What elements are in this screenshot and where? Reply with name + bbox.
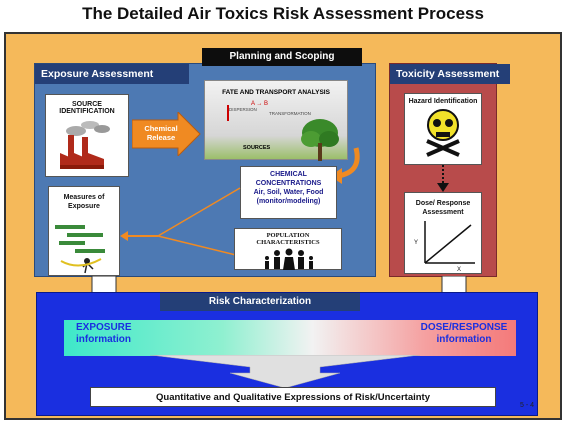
y-axis-label: Y xyxy=(414,240,419,246)
dotted-arrow-icon xyxy=(437,165,449,192)
dispersion-label: DISPERSION xyxy=(229,107,257,112)
toxicity-assessment-header: Toxicity Assessment xyxy=(390,64,510,84)
risk-gradient-band xyxy=(64,320,516,356)
risk-characterization-header: Risk Characterization xyxy=(160,293,360,311)
hazard-identification-label: Hazard Identification xyxy=(408,98,478,105)
transform-arrow-icon: A → B xyxy=(251,101,269,107)
exposure-information-label: EXPOSURE information xyxy=(76,322,132,345)
source-identification-label: SOURCE IDENTIFICATION xyxy=(59,101,115,115)
chemical-release-label: Chemical Release xyxy=(144,124,178,142)
connector-lines xyxy=(120,187,241,257)
dose-response-label: Dose/ Response Assessment xyxy=(415,200,471,216)
dispersion-arrow-icon xyxy=(227,105,229,121)
measures-of-exposure-label: Measures of Exposure xyxy=(63,194,105,210)
hazard-identification-card: Hazard Identification xyxy=(404,93,482,165)
dose-response-information-label: DOSE/RESPONSE information xyxy=(420,322,508,345)
dose-response-card: Dose/ Response Assessment Y X xyxy=(404,192,482,274)
population-characteristics-card: POPULATION CHARACTERISTICS xyxy=(234,228,342,270)
skull-crossbones-icon xyxy=(426,109,460,157)
factory-icon xyxy=(60,121,110,169)
quantitative-qualitative-box: Quantitative and Qualitative Expressions… xyxy=(90,387,496,407)
fate-transport-label: FATE AND TRANSPORT ANALYSIS xyxy=(222,89,330,96)
family-icon xyxy=(265,248,313,270)
convergence-arrow xyxy=(150,355,420,389)
x-axis-label: X xyxy=(457,267,462,273)
chemical-release-arrow xyxy=(132,112,201,156)
chemical-media-label: Air, Soil, Water, Food (monitor/modeling… xyxy=(253,189,324,205)
sources-label: SOURCES xyxy=(243,145,271,151)
source-identification-card: SOURCE IDENTIFICATION xyxy=(45,94,129,177)
exposure-chart-icon xyxy=(55,225,105,274)
fate-transport-card: FATE AND TRANSPORT ANALYSIS DISPERSION T… xyxy=(204,80,348,161)
planning-scoping-label: Planning and Scoping xyxy=(202,48,362,66)
dose-response-graph-icon xyxy=(424,221,475,264)
page-title: The Detailed Air Toxics Risk Assessment … xyxy=(82,4,484,23)
tree-icon xyxy=(301,119,339,161)
population-characteristics-label: POPULATION CHARACTERISTICS xyxy=(256,232,320,246)
transformation-label: TRANSFORMATION xyxy=(269,111,311,116)
measures-of-exposure-card: Measures of Exposure xyxy=(48,186,120,276)
slide-number: 5 - 4 xyxy=(520,402,535,409)
chemical-concentrations-card: CHEMICAL CONCENTRATIONS Air, Soil, Water… xyxy=(240,166,337,219)
exposure-assessment-header: Exposure Assessment xyxy=(35,64,189,84)
chemical-concentrations-label: CHEMICAL CONCENTRATIONS xyxy=(255,171,322,187)
